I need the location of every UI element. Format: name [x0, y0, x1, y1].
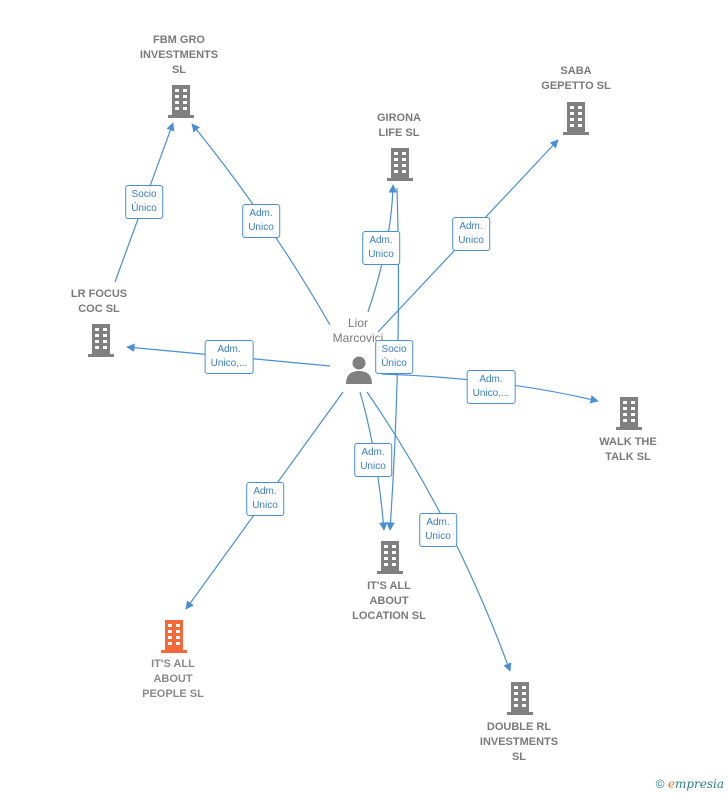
- building-icon: [387, 148, 413, 181]
- building-icon: [88, 324, 114, 357]
- person-label[interactable]: Lior Marcovici: [332, 316, 384, 345]
- brand-logo-text: mpresia: [674, 777, 724, 791]
- copyright-symbol: ©: [655, 777, 665, 791]
- edge-label-adm-walk[interactable]: Adm. Unico,...: [466, 370, 516, 404]
- edge-label-adm-double[interactable]: Adm. Unico: [419, 513, 457, 547]
- company-label-lr-focus[interactable]: LR FOCUS COC SL: [70, 288, 128, 315]
- edge-label-adm-fbm[interactable]: Adm. Unico: [242, 204, 280, 238]
- building-icon-highlight: [161, 620, 187, 653]
- company-label-fbm-gro[interactable]: FBM GRO INVESTMENTS SL: [139, 34, 219, 76]
- company-label-girona-life[interactable]: GIRONA LIFE SL: [377, 112, 421, 139]
- edge-label-adm-saba[interactable]: Adm. Unico: [452, 217, 490, 251]
- brand-logo-e: e: [667, 777, 675, 791]
- person-icon: [346, 356, 372, 384]
- edge-label-adm-people[interactable]: Adm. Unico: [246, 482, 284, 516]
- building-icon: [616, 397, 642, 430]
- edge-label-adm-location[interactable]: Adm. Unico: [354, 443, 392, 477]
- building-icon: [507, 682, 533, 715]
- edge-label-adm-lrfocus[interactable]: Adm. Unico,...: [204, 340, 254, 374]
- building-icon: [377, 541, 403, 574]
- edge-label-adm-girona[interactable]: Adm. Unico: [362, 231, 400, 265]
- footer-brand[interactable]: © empresia: [656, 777, 724, 791]
- building-icon: [563, 102, 589, 135]
- edge-label-socio-lr-fbm[interactable]: Socio Único: [125, 185, 163, 219]
- company-label-its-all-about-people[interactable]: IT'S ALL ABOUT PEOPLE SL: [142, 658, 204, 700]
- edge-label-socio-location[interactable]: Socio Único: [375, 340, 413, 374]
- building-icon: [168, 85, 194, 118]
- company-label-its-all-about-location[interactable]: IT'S ALL ABOUT LOCATION SL: [352, 580, 426, 622]
- company-label-double-rl[interactable]: DOUBLE RL INVESTMENTS SL: [479, 721, 559, 763]
- company-label-saba-gepetto[interactable]: SABA GEPETTO SL: [541, 65, 611, 92]
- company-label-walk-the-talk[interactable]: WALK THE TALK SL: [599, 436, 657, 463]
